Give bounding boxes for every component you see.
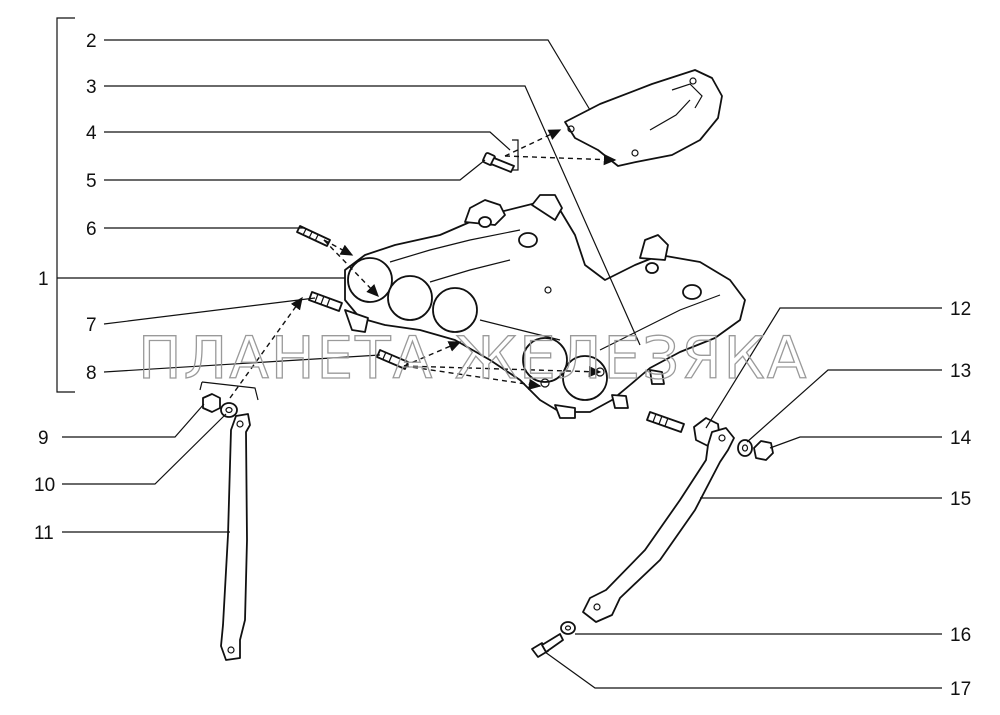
callout-15: 15 (950, 489, 971, 510)
callout-16: 16 (950, 625, 971, 646)
stud-part-6 (296, 225, 331, 247)
callout-3: 3 (86, 77, 97, 98)
callout-12: 12 (950, 299, 971, 320)
bolt-part-17 (531, 633, 564, 658)
callout-8: 8 (86, 363, 97, 384)
callout-10: 10 (34, 475, 55, 496)
callout-labels: 2 3 4 5 6 1 7 8 9 10 11 12 13 14 15 16 1… (34, 31, 972, 700)
washer-part-13 (737, 439, 753, 457)
callout-4: 4 (86, 123, 97, 144)
callout-7: 7 (86, 315, 97, 336)
washer-part-16 (560, 621, 576, 635)
callout-1: 1 (38, 269, 49, 290)
callout-9: 9 (38, 428, 49, 449)
assembly-bracket (56, 17, 75, 393)
callout-11: 11 (34, 523, 54, 544)
assembly-lines (199, 129, 617, 401)
support-bar-part-15 (582, 427, 735, 623)
watermark-text: ПЛАНЕТА ЖЕЛЕЗЯКА (138, 324, 808, 392)
callout-13: 13 (950, 361, 971, 382)
heat-shield-part (564, 69, 723, 167)
callout-5: 5 (86, 171, 97, 192)
callout-6: 6 (86, 219, 97, 240)
stud-part-7 (308, 291, 343, 312)
leader-lines (57, 39, 942, 689)
support-bar-part-11 (220, 413, 251, 661)
bolt-part-5 (482, 152, 515, 173)
washer-part-10 (220, 402, 238, 418)
nut-part-9 (202, 393, 221, 413)
nut-part-14 (753, 440, 774, 461)
callout-14: 14 (950, 428, 972, 449)
stud-part-3 (646, 411, 685, 433)
exhaust-manifold-part (344, 194, 746, 419)
callout-17: 17 (950, 679, 971, 700)
callout-2: 2 (86, 31, 97, 52)
